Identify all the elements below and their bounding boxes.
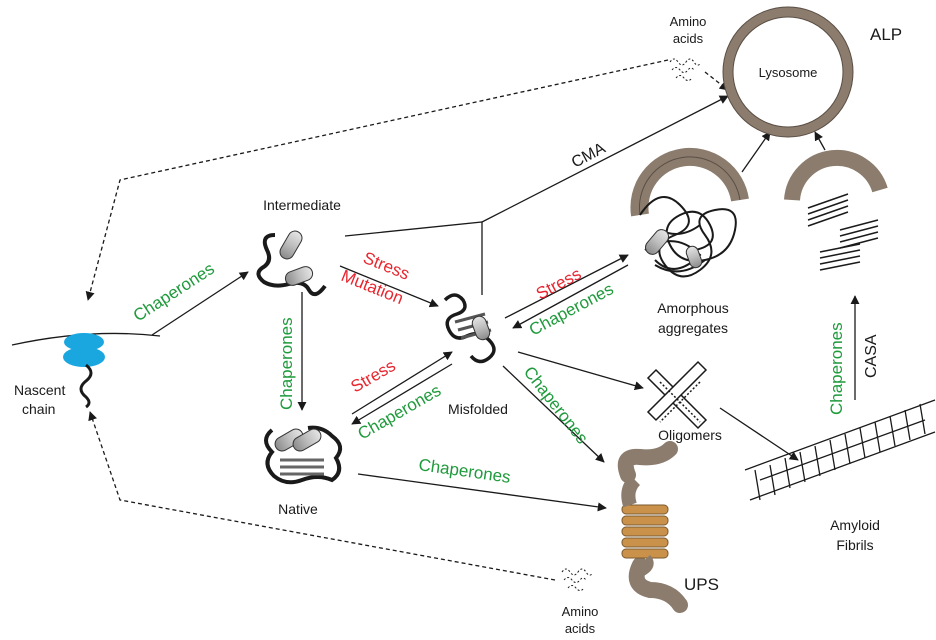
amorphous-label-2: aggregates xyxy=(658,320,728,336)
amorphous-aggregates xyxy=(639,196,737,278)
chaperones-intermediate-native-label: Chaperones xyxy=(277,317,296,410)
autophagosome-arc-1 xyxy=(630,147,749,217)
intermediate-label: Intermediate xyxy=(263,197,341,213)
autophagosome-arc-2 xyxy=(784,150,888,201)
amyloid-label-2: Fibrils xyxy=(836,537,873,553)
native-label: Native xyxy=(278,501,318,517)
nascent-label-1: Nascent xyxy=(14,382,65,398)
amino-top-label-2: acids xyxy=(673,31,704,46)
native-protein xyxy=(264,425,343,485)
chaperones-misfolded-ups-label: Chaperones xyxy=(520,363,592,448)
recycle-arrow-top xyxy=(85,59,669,301)
amyloid-fibrils xyxy=(744,399,936,501)
proteasome xyxy=(617,441,688,613)
chaperones-casa-label: Chaperones xyxy=(827,322,846,415)
oligomers-icon xyxy=(646,360,708,430)
amyloid-fragments xyxy=(807,193,879,271)
amino-acids-top-icon xyxy=(669,58,701,81)
amino-bottom-label-1: Amino xyxy=(562,604,599,619)
amino-acids-bottom-icon xyxy=(561,568,593,591)
arrow-misfolded-native xyxy=(351,363,453,425)
casa-label: CASA xyxy=(863,334,880,378)
amino-to-lysosome-arrow xyxy=(704,71,729,91)
lysosome xyxy=(722,6,854,138)
arrow-intermediate-misfolded xyxy=(339,265,439,308)
lysosome-label: Lysosome xyxy=(759,65,818,80)
alp-label: ALP xyxy=(870,25,902,44)
arrow-misfolded-amorphous xyxy=(504,254,629,319)
recycle-arrow-bottom xyxy=(88,411,556,581)
arrow-cma-lysosome xyxy=(481,95,729,223)
amorphous-label-1: Amorphous xyxy=(657,300,729,316)
oligomers-label: Oligomers xyxy=(658,427,722,443)
amyloid-label-1: Amyloid xyxy=(830,517,880,533)
arrow-amyloid-lysosome xyxy=(814,131,826,151)
amino-bottom-label-2: acids xyxy=(565,621,596,636)
misfolded-label: Misfolded xyxy=(448,401,508,417)
arrow-oligomers-amyloid xyxy=(719,407,799,461)
ups-label: UPS xyxy=(684,575,719,594)
intermediate-protein xyxy=(256,230,327,297)
arrow-nascent-intermediate xyxy=(151,271,249,336)
arrow-amorphous-lysosome xyxy=(741,131,771,173)
arrow-native-misfolded xyxy=(351,351,453,415)
arrow-amorphous-misfolded xyxy=(512,264,629,329)
arrow-native-ups xyxy=(357,473,607,512)
chaperones-nascent-intermediate-label: Chaperones xyxy=(130,259,218,325)
ribosome xyxy=(11,332,161,409)
arrow-misfolded-oligomers xyxy=(517,351,644,391)
amino-top-label-1: Amino xyxy=(670,14,707,29)
misfolded-protein xyxy=(443,293,496,364)
nascent-label-2: chain xyxy=(22,401,55,417)
chaperones-native-ups-label: Chaperones xyxy=(417,455,511,487)
arrow-misfolded-ups xyxy=(502,365,605,463)
